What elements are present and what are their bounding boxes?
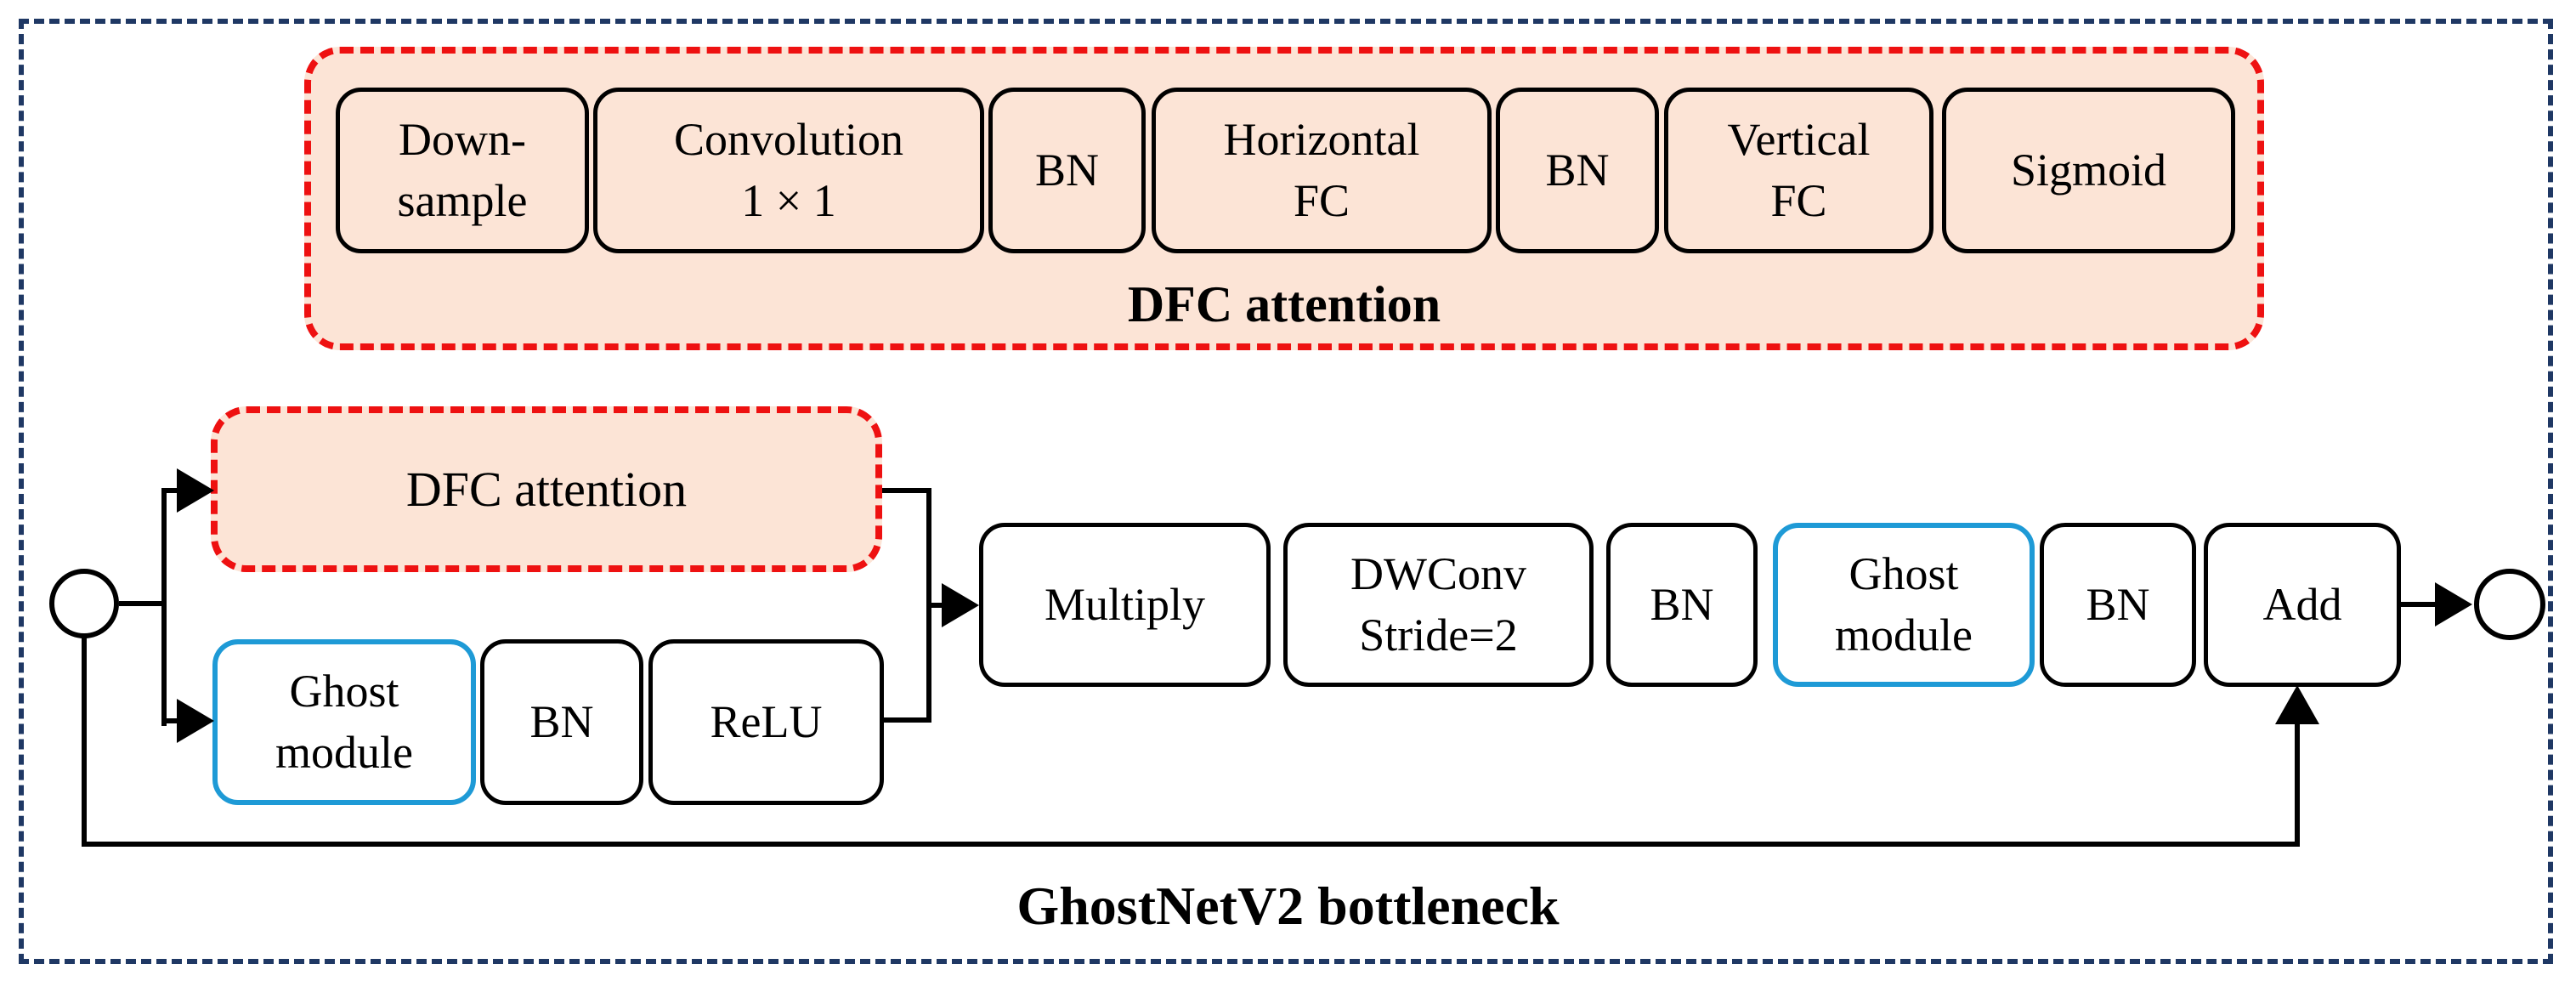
connector-dfc-out <box>882 488 931 493</box>
ghostnetv2-bottleneck-caption: GhostNetV2 bottleneck <box>1016 876 1560 936</box>
input-node-circle <box>49 569 119 638</box>
node-bn-5: BN <box>2040 523 2196 687</box>
arrowhead-to-multiply <box>942 583 979 627</box>
node-sigmoid: Sigmoid <box>1942 88 2235 253</box>
connector-relu-out <box>884 717 931 723</box>
connector-input-to-split <box>119 601 167 606</box>
node-bn-1: BN <box>988 88 1146 253</box>
node-dfc-attention: DFC attention <box>211 406 882 572</box>
skip-connection-up <box>2295 724 2300 847</box>
skip-connection-horizontal <box>82 842 2300 847</box>
connector-to-multiply <box>931 603 943 608</box>
node-vertical-fc: Vertical FC <box>1664 88 1933 253</box>
node-bn-4: BN <box>1606 523 1758 687</box>
outer-dashed-frame <box>19 19 2553 964</box>
node-horizontal-fc: Horizontal FC <box>1152 88 1492 253</box>
node-convolution-1x1: Convolution 1 × 1 <box>593 88 984 253</box>
node-dwconv-stride2: DWConv Stride=2 <box>1283 523 1594 687</box>
node-ghost-module-1: Ghost module <box>212 639 476 805</box>
connector-to-ghost <box>167 718 178 723</box>
node-multiply: Multiply <box>979 523 1271 687</box>
connector-split-vertical <box>161 488 167 726</box>
connector-to-dfc <box>167 488 178 493</box>
arrowhead-to-ghost <box>177 699 214 743</box>
skip-connection-down <box>82 636 87 847</box>
node-bn-3: BN <box>480 639 643 805</box>
output-node-circle <box>2474 569 2545 640</box>
arrowhead-to-dfc <box>177 468 214 513</box>
node-downsample: Down- sample <box>336 88 589 253</box>
connector-add-to-output <box>2401 602 2437 607</box>
arrowhead-to-output <box>2435 582 2472 627</box>
node-ghost-module-2: Ghost module <box>1773 523 2035 687</box>
node-add: Add <box>2204 523 2401 687</box>
arrowhead-skip-to-add <box>2275 685 2319 724</box>
node-relu: ReLU <box>648 639 884 805</box>
node-bn-2: BN <box>1496 88 1659 253</box>
connector-merge-vertical <box>926 488 931 723</box>
dfc-attention-caption: DFC attention <box>1127 276 1441 332</box>
